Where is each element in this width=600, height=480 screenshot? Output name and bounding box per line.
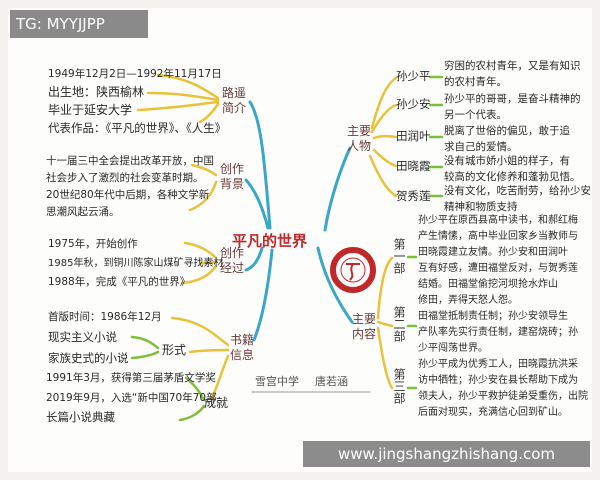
part-desc: 后面对现实，充满信心回到矿山。: [418, 407, 568, 418]
achievement-item: 2019年9月，入选“新中国70年70部: [46, 392, 217, 404]
trunk-content: [316, 246, 354, 324]
node-background: 创作背景: [219, 162, 244, 191]
node-characters: 主要人物: [346, 124, 371, 153]
part-desc: 领夫人，孙少平救护徒弟受重伤，出院: [418, 391, 588, 402]
background-item: 社会步入了激烈的社会变革时期。: [46, 172, 204, 184]
part-name: 第二部: [392, 306, 406, 342]
part-desc: 产生情愫，高中毕业回家乡当教师与: [418, 231, 578, 242]
character-desc: 孙少平的哥哥，是奋斗精神的: [444, 93, 581, 105]
part-desc: 孙少平成为优秀工人，田晓霞抗洪采: [418, 359, 578, 370]
node-process: 创作经过: [219, 246, 244, 275]
intro-item: 毕业于延安大学: [48, 103, 133, 117]
trunk-book: [252, 248, 274, 342]
achievement-item: 长篇小说典藏: [46, 410, 115, 424]
background-item: 思潮风起云涌。: [46, 206, 120, 218]
footer-author: 唐若涵: [315, 375, 348, 388]
part-desc: 修田，弄得天怒人怨。: [418, 295, 518, 306]
trunk-characters: [323, 146, 352, 232]
node-content: 主要内容: [351, 312, 376, 341]
trunk-intro: [248, 100, 272, 230]
process-item: 1988年，完成《平凡的世界》: [48, 276, 191, 288]
background-item: 20世纪80年代中后期，各种文学新: [46, 189, 210, 201]
character-desc: 较高的文化修养和蓬勃见悟。: [444, 171, 581, 183]
character-name: 田晓霞: [396, 159, 431, 173]
part-desc: 田福堂抵制责任制；孙少安领导生: [418, 311, 568, 322]
part-desc: 少平闯荡世界。: [418, 343, 488, 354]
footer-school: 雪宫中学: [255, 375, 299, 388]
part-desc: 田晓霞建立友情。孙少安和田润叶: [418, 247, 568, 258]
trunk-process: [244, 246, 264, 272]
overlay-tag: TG: MYYJJPP: [10, 10, 148, 38]
process-item: 1975年，开始创作: [48, 238, 138, 250]
node-book: 书籍信息: [229, 333, 254, 362]
center-title: 平凡的世界: [232, 232, 308, 250]
achievement-item: 1991年3月，获得第三届茅盾文学奖: [46, 372, 216, 384]
character-desc: 另一个代表。: [444, 109, 507, 121]
character-desc: 没有文化，吃苦耐劳，给孙少安: [444, 185, 591, 197]
part-desc: 孙少平在原西县高中读书，和郝红梅: [418, 215, 578, 226]
character-desc: 的农村青年。: [444, 76, 507, 88]
form-item: 现实主义小说: [48, 330, 117, 344]
part-desc: 互有好感，遭田福堂反对，与贺秀莲: [418, 263, 578, 274]
part-desc: 访中牺牲；孙少安在县长帮助下成为: [418, 375, 578, 386]
character-name: 贺秀莲: [396, 189, 431, 203]
node-achievement: 成就: [204, 396, 229, 410]
mind-map-paper: [8, 8, 592, 472]
watermark-url: www.jingshangzhishang.com: [303, 441, 590, 467]
intro-item: 出生地：陕西榆林: [48, 85, 145, 99]
part-name: 第三部: [392, 368, 406, 404]
character-desc: 没有城市娇小姐的样子，有: [444, 155, 570, 167]
character-desc: 精神和物质支持: [444, 201, 518, 213]
character-desc: 求自己的爱情。: [444, 141, 518, 153]
first-edition: 首版时间：1986年12月: [48, 311, 162, 323]
intro-item: 代表作品：《平凡的世界》、《人生》: [48, 121, 227, 135]
intro-item: 1949年12月2日—1992年11月17日: [48, 68, 222, 80]
trunk-background: [244, 178, 270, 230]
process-item: 1985年秋，到铜川陈家山煤矿寻找素材: [48, 258, 224, 269]
character-desc: 脱离了世俗的偏见，敢于追: [444, 125, 570, 137]
node-form: 形式: [162, 343, 187, 357]
part-name: 第一部: [392, 238, 406, 274]
character-name: 孙少安: [396, 97, 431, 111]
character-name: 孙少平: [396, 69, 431, 83]
part-desc: 产队率先实行责任制，建窑烧砖；孙: [418, 327, 578, 338]
character-name: 田润叶: [396, 129, 431, 143]
node-intro: 路遥简介: [221, 86, 246, 115]
background-item: 十一届三中全会提出改革开放，中国: [46, 155, 214, 167]
school-seal: [330, 247, 376, 293]
character-desc: 穷困的农村青年，又是有知识: [444, 60, 581, 72]
part-desc: 结婚。田福堂偷挖河坝抢水炸山: [418, 279, 558, 290]
form-item: 家族史式的小说: [48, 351, 129, 365]
